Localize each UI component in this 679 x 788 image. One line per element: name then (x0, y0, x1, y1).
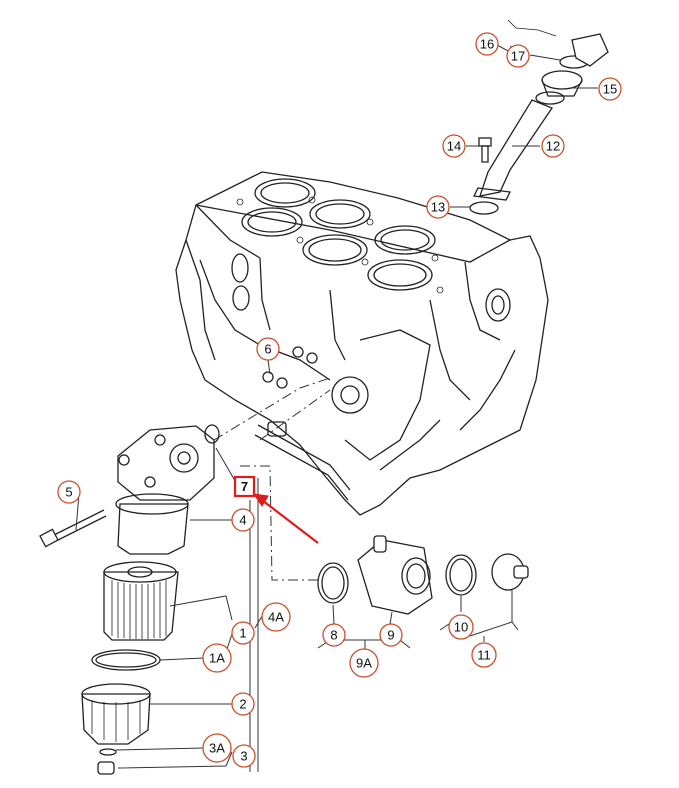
callout-4: 4 (231, 508, 255, 532)
callout-15: 15 (598, 77, 622, 101)
oil-cooler-assembly (317, 535, 529, 615)
callout-2: 2 (231, 692, 255, 716)
callout-6: 6 (256, 337, 280, 361)
callout-label: 5 (65, 485, 72, 500)
callout-14: 14 (442, 134, 466, 158)
oil-filter-assembly (39, 424, 220, 775)
callout-label: 9A (356, 656, 372, 671)
callout-11: 11 (471, 642, 497, 668)
callout-label: 4 (239, 513, 246, 528)
highlight-arrow (252, 493, 319, 544)
callout-label: 7 (241, 479, 248, 494)
callout-4a: 4A (261, 602, 291, 632)
callout-label: 9 (387, 628, 394, 643)
callout-label: 17 (511, 49, 525, 64)
assembly-centerlines (213, 377, 331, 581)
callout-3: 3 (232, 744, 256, 768)
engine-block (175, 171, 549, 516)
callout-label: 4A (268, 610, 284, 625)
callout-label: 1 (239, 626, 246, 641)
callout-label: 10 (454, 620, 468, 635)
callout-label: 15 (603, 82, 617, 97)
callout-label: 8 (330, 628, 337, 643)
callout-label: 13 (431, 200, 445, 215)
callout-9a: 9A (349, 648, 379, 678)
callout-13: 13 (426, 195, 450, 219)
callout-5: 5 (57, 480, 81, 504)
callout-1: 1 (231, 621, 255, 645)
callout-label: 1A (209, 651, 225, 666)
callout-label: 14 (447, 139, 461, 154)
callout-10: 10 (448, 614, 474, 640)
callout-label: 16 (480, 37, 494, 52)
callout-8: 8 (322, 623, 346, 647)
filter-pleats (111, 580, 167, 639)
callout-1a: 1A (202, 643, 232, 673)
callout-7-highlighted: 7 (233, 475, 256, 498)
callout-3a: 3A (202, 733, 232, 763)
callout-12: 12 (541, 134, 565, 158)
callout-label: 12 (546, 139, 560, 154)
callout-label: 3 (240, 749, 247, 764)
callout-9: 9 (379, 623, 403, 647)
callout-label: 11 (477, 648, 491, 663)
callout-17: 17 (506, 44, 530, 68)
callout-label: 6 (264, 342, 271, 357)
callout-label: 2 (239, 697, 246, 712)
callout-label: 3A (209, 741, 225, 756)
callout-16: 16 (475, 32, 499, 56)
